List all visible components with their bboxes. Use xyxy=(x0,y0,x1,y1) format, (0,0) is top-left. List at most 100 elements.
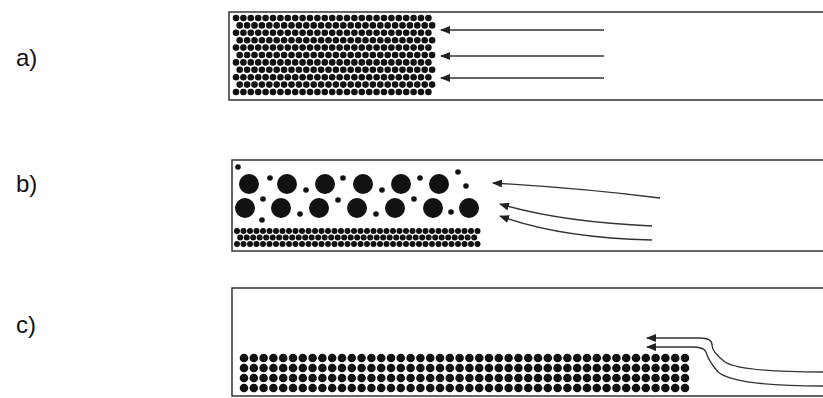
particle xyxy=(289,354,298,363)
particle xyxy=(410,89,417,96)
particle xyxy=(344,44,351,51)
particle xyxy=(286,228,292,234)
particle xyxy=(418,30,425,37)
particle xyxy=(240,30,247,37)
particle xyxy=(273,81,280,88)
particle xyxy=(333,37,340,44)
particle xyxy=(403,74,410,81)
particle xyxy=(514,364,523,373)
particle xyxy=(251,81,258,88)
particle xyxy=(364,228,370,234)
particle xyxy=(277,44,284,51)
particle xyxy=(288,81,295,88)
particle xyxy=(322,59,329,66)
particle xyxy=(251,67,258,74)
particle xyxy=(277,174,297,194)
particle xyxy=(448,209,454,215)
particle xyxy=(233,15,240,22)
particle xyxy=(416,384,425,393)
particle xyxy=(362,52,369,59)
particle xyxy=(426,354,435,363)
particle xyxy=(315,235,321,241)
particle xyxy=(236,67,243,74)
particle xyxy=(308,384,317,393)
particle xyxy=(379,187,385,193)
particle xyxy=(399,37,406,44)
particle xyxy=(380,235,386,241)
particle xyxy=(285,89,292,96)
particle xyxy=(233,44,240,51)
particle xyxy=(651,354,660,363)
particle xyxy=(273,67,280,74)
particle xyxy=(288,37,295,44)
particle xyxy=(612,374,621,383)
particle xyxy=(318,37,325,44)
particle xyxy=(514,384,523,393)
particle xyxy=(622,374,631,383)
particle xyxy=(244,235,250,241)
particle xyxy=(452,235,458,241)
particle xyxy=(495,374,504,383)
particle xyxy=(336,89,343,96)
particle xyxy=(410,30,417,37)
particle xyxy=(359,15,366,22)
particle xyxy=(462,228,468,234)
particle xyxy=(308,374,317,383)
particle xyxy=(344,15,351,22)
particle xyxy=(681,384,690,393)
particle xyxy=(370,22,377,29)
particle xyxy=(426,235,432,241)
particle xyxy=(446,364,455,373)
particle xyxy=(296,81,303,88)
particle xyxy=(281,67,288,74)
particle xyxy=(425,44,432,51)
particle xyxy=(340,22,347,29)
particle xyxy=(292,59,299,66)
particle xyxy=(396,44,403,51)
particle xyxy=(259,354,268,363)
particle xyxy=(374,235,380,241)
particle xyxy=(366,44,373,51)
particle xyxy=(336,74,343,81)
particle xyxy=(325,67,332,74)
particle xyxy=(333,67,340,74)
particle xyxy=(465,354,474,363)
flow-arrow xyxy=(500,216,652,240)
particle xyxy=(347,81,354,88)
particle xyxy=(612,364,621,373)
particle xyxy=(318,354,327,363)
particle xyxy=(340,81,347,88)
particle xyxy=(307,74,314,81)
particle xyxy=(344,59,351,66)
particle xyxy=(355,37,362,44)
particle xyxy=(377,384,386,393)
particle xyxy=(233,74,240,81)
particle xyxy=(314,15,321,22)
particle xyxy=(593,384,602,393)
particle xyxy=(281,37,288,44)
particle xyxy=(340,175,346,181)
particle xyxy=(455,241,461,247)
particle xyxy=(260,241,266,247)
particle xyxy=(307,30,314,37)
particle xyxy=(292,89,299,96)
particle xyxy=(236,37,243,44)
particle xyxy=(310,37,317,44)
particle xyxy=(273,22,280,29)
particle xyxy=(250,384,259,393)
particle xyxy=(406,235,412,241)
particle xyxy=(348,364,357,373)
particle xyxy=(269,354,278,363)
particle xyxy=(416,228,422,234)
particle xyxy=(385,198,405,218)
particle xyxy=(318,67,325,74)
particle xyxy=(250,235,256,241)
particle xyxy=(233,30,240,37)
particle xyxy=(396,30,403,37)
particle xyxy=(449,228,455,234)
particle xyxy=(262,89,269,96)
particle xyxy=(361,235,367,241)
particle xyxy=(314,44,321,51)
particle xyxy=(410,74,417,81)
particle xyxy=(416,354,425,363)
